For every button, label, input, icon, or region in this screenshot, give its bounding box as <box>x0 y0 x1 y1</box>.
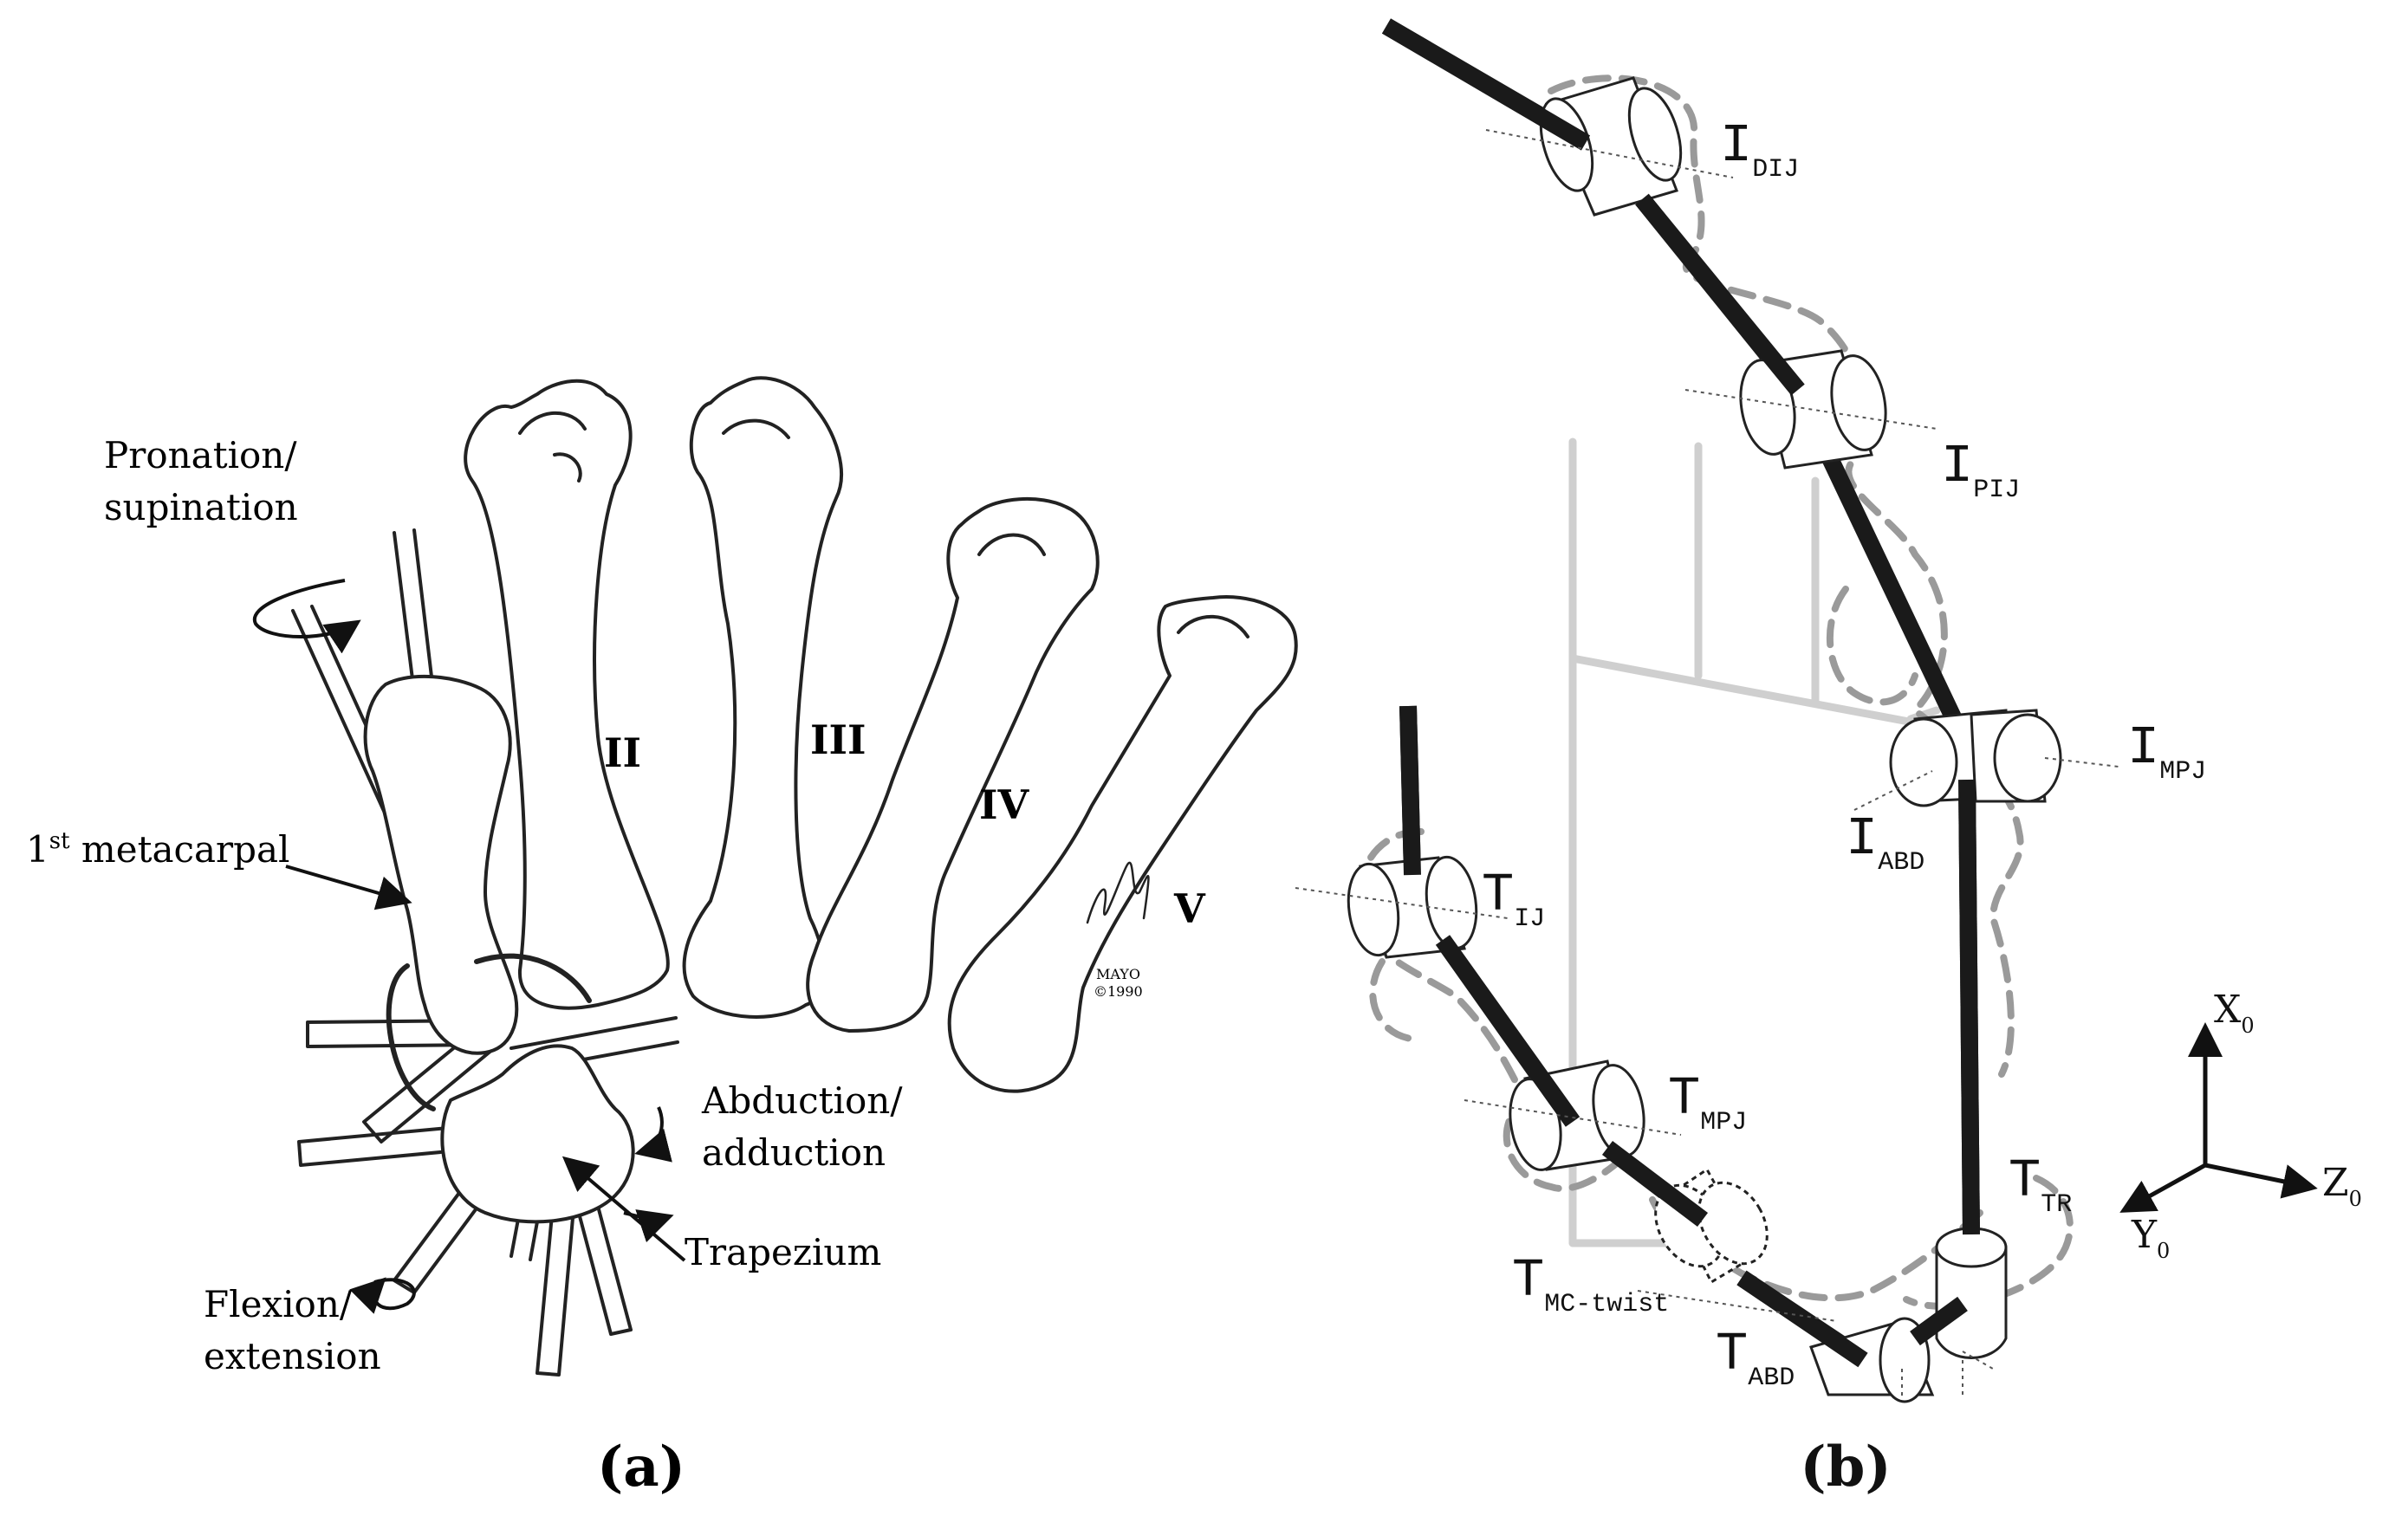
cylinder-i-dij <box>1539 76 1683 217</box>
joint-axes <box>1295 129 2119 1399</box>
flexion-label-line1: Flexion/ <box>204 1283 353 1325</box>
axis-label-y0: Y0 <box>2131 1213 2170 1263</box>
label-t-tr: TTR <box>2009 1150 2072 1220</box>
panel-b-caption: (b) <box>1800 1435 1891 1500</box>
kinematic-links <box>1381 18 1980 1364</box>
metacarpal-v <box>947 595 1298 1093</box>
stamp-line1: MAYO <box>1096 966 1140 982</box>
first-metacarpal-label: 1st metacarpal <box>26 828 289 871</box>
stamp-line2: ©1990 <box>1094 983 1143 1000</box>
cylinder-t-mc-twist <box>1654 1167 1769 1285</box>
axis-label-x0: X0 <box>2214 988 2255 1038</box>
label-t-ij: TIJ <box>1482 865 1545 934</box>
label-i-dij: IDIJ <box>1720 115 1799 185</box>
pronation-label-line1: Pronation/ <box>104 434 297 476</box>
metacarpal-ii <box>464 379 670 1010</box>
panel-b-labels: IDIJ IPIJ IMPJ IABD TIJ TMPJ TTR TMC-twi… <box>1482 115 2362 1500</box>
numeral-iv: IV <box>979 781 1030 828</box>
rotation-ring <box>386 953 592 1111</box>
panel-a-illustration <box>291 376 1298 1377</box>
cylinder-t-tr <box>1935 1227 2008 1359</box>
label-t-mc-twist: TMC-twist <box>1512 1250 1669 1319</box>
pronation-label-line2: supination <box>104 486 298 528</box>
abduction-label-line2: adduction <box>702 1131 886 1174</box>
trapezium-bone <box>440 1044 635 1224</box>
numeral-v: V <box>1173 885 1206 932</box>
signature-scribble <box>1086 862 1150 924</box>
cylinder-i-pij <box>1739 349 1887 470</box>
metacarpal-iii <box>682 376 843 1019</box>
leader-arrows <box>285 865 686 1262</box>
rotation-arrows <box>252 579 674 1314</box>
flexion-label-line2: extension <box>204 1335 381 1377</box>
numeral-ii: II <box>604 729 641 776</box>
metacarpal-iv <box>806 497 1100 1033</box>
cylinder-i-mpj <box>1970 709 2062 803</box>
kinematic-links-top <box>1381 18 1980 1368</box>
label-i-pij: IPIJ <box>1941 436 2020 505</box>
label-i-abd: IABD <box>1846 808 1924 878</box>
coordinate-frame <box>2119 1022 2318 1213</box>
label-t-mpj: TMPJ <box>1668 1068 1747 1137</box>
trapezium-label: Trapezium <box>685 1231 881 1273</box>
panel-a-caption: (a) <box>597 1435 685 1500</box>
panel-a-labels: Pronation/ supination 1st metacarpal Abd… <box>26 434 1206 1500</box>
abduction-label-line1: Abduction/ <box>701 1079 903 1122</box>
cylinder-t-ij <box>1347 855 1478 959</box>
label-t-abd: TABD <box>1716 1324 1795 1393</box>
label-i-mpj: IMPJ <box>2127 717 2206 787</box>
axis-label-z0: Z0 <box>2322 1161 2362 1211</box>
numeral-iii: III <box>810 716 866 763</box>
